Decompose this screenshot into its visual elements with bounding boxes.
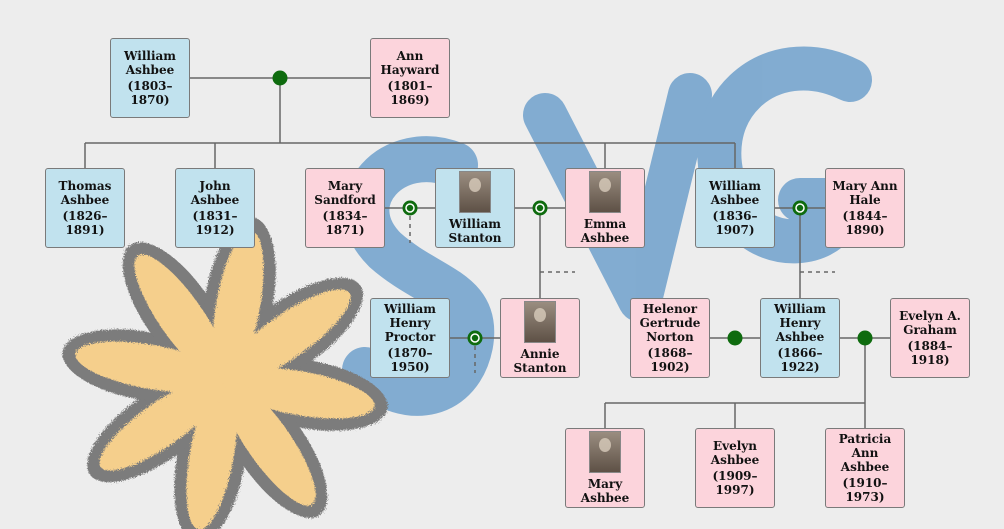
union-marker-icon[interactable] xyxy=(402,200,418,216)
person-dates: (1866–1922) xyxy=(777,346,823,374)
union-marker-icon[interactable] xyxy=(272,70,288,86)
person-name: Evelyn Ashbee xyxy=(710,439,760,467)
person-name: William Henry Ashbee xyxy=(774,302,826,344)
person-dates: (1834–1871) xyxy=(322,209,368,237)
person-name: John Ashbee xyxy=(190,179,240,207)
person-name: Emma Ashbee xyxy=(580,217,630,245)
person-ann-hayward[interactable]: Ann Hayward(1801–1869) xyxy=(370,38,450,118)
person-dates: (1884–1918) xyxy=(907,339,953,367)
union-marker-icon[interactable] xyxy=(532,200,548,216)
union-marker-icon[interactable] xyxy=(857,330,873,346)
portrait-photo-icon xyxy=(524,301,556,343)
union-marker-icon[interactable] xyxy=(792,200,808,216)
person-dates: (1826–1891) xyxy=(62,209,108,237)
union-marker-icon[interactable] xyxy=(727,330,743,346)
person-mary-ashbee[interactable]: Mary Ashbee xyxy=(565,428,645,508)
person-dates: (1803–1870) xyxy=(127,79,173,107)
person-name: Patricia Ann Ashbee xyxy=(838,432,892,474)
portrait-photo-icon xyxy=(459,171,491,213)
union-ring-icon xyxy=(535,203,545,213)
person-helenor[interactable]: Helenor Gertrude Norton(1868–1902) xyxy=(630,298,710,378)
union-ring-icon xyxy=(795,203,805,213)
person-name: William Henry Proctor xyxy=(384,302,436,344)
person-evelyn-ashbee[interactable]: Evelyn Ashbee(1909–1997) xyxy=(695,428,775,508)
person-name: Mary Ann Hale xyxy=(832,179,898,207)
flower-icon xyxy=(62,217,388,529)
union-ring-icon xyxy=(470,333,480,343)
person-evelyn-graham[interactable]: Evelyn A. Graham(1884–1918) xyxy=(890,298,970,378)
person-dates: (1870–1950) xyxy=(387,346,433,374)
person-name: Mary Ashbee xyxy=(580,477,630,505)
person-dates: (1831–1912) xyxy=(192,209,238,237)
person-dates: (1909–1997) xyxy=(712,469,758,497)
person-dates: (1868–1902) xyxy=(647,346,693,374)
person-mary-ann-hale[interactable]: Mary Ann Hale(1844–1890) xyxy=(825,168,905,248)
person-dates: (1801–1869) xyxy=(387,79,433,107)
person-john[interactable]: John Ashbee(1831–1912) xyxy=(175,168,255,248)
person-name: Helenor Gertrude Norton xyxy=(639,302,701,344)
person-name: Ann Hayward xyxy=(380,49,440,77)
person-patricia[interactable]: Patricia Ann Ashbee(1910–1973) xyxy=(825,428,905,508)
person-dates: (1844–1890) xyxy=(842,209,888,237)
person-william-henry[interactable]: William Henry Ashbee(1866–1922) xyxy=(760,298,840,378)
portrait-photo-icon xyxy=(589,431,621,473)
person-mary-sandford[interactable]: Mary Sandford(1834–1871) xyxy=(305,168,385,248)
person-emma[interactable]: Emma Ashbee xyxy=(565,168,645,248)
portrait-photo-icon xyxy=(589,171,621,213)
person-name: Evelyn A. Graham xyxy=(899,309,961,337)
person-dates: (1910–1973) xyxy=(842,476,888,504)
person-william-proctor[interactable]: William Henry Proctor(1870–1950) xyxy=(370,298,450,378)
person-name: Thomas Ashbee xyxy=(58,179,112,207)
person-name: William Ashbee xyxy=(124,49,176,77)
person-name: Annie Stanton xyxy=(513,347,567,375)
union-ring-icon xyxy=(405,203,415,213)
person-william-stanton[interactable]: William Stanton xyxy=(435,168,515,248)
person-william-1836[interactable]: William Ashbee(1836–1907) xyxy=(695,168,775,248)
person-name: Mary Sandford xyxy=(314,179,376,207)
person-name: William Stanton xyxy=(448,217,502,245)
union-marker-icon[interactable] xyxy=(467,330,483,346)
person-thomas[interactable]: Thomas Ashbee(1826–1891) xyxy=(45,168,125,248)
person-annie[interactable]: Annie Stanton xyxy=(500,298,580,378)
person-dates: (1836–1907) xyxy=(712,209,758,237)
person-william-1803[interactable]: William Ashbee(1803–1870) xyxy=(110,38,190,118)
person-name: William Ashbee xyxy=(709,179,761,207)
